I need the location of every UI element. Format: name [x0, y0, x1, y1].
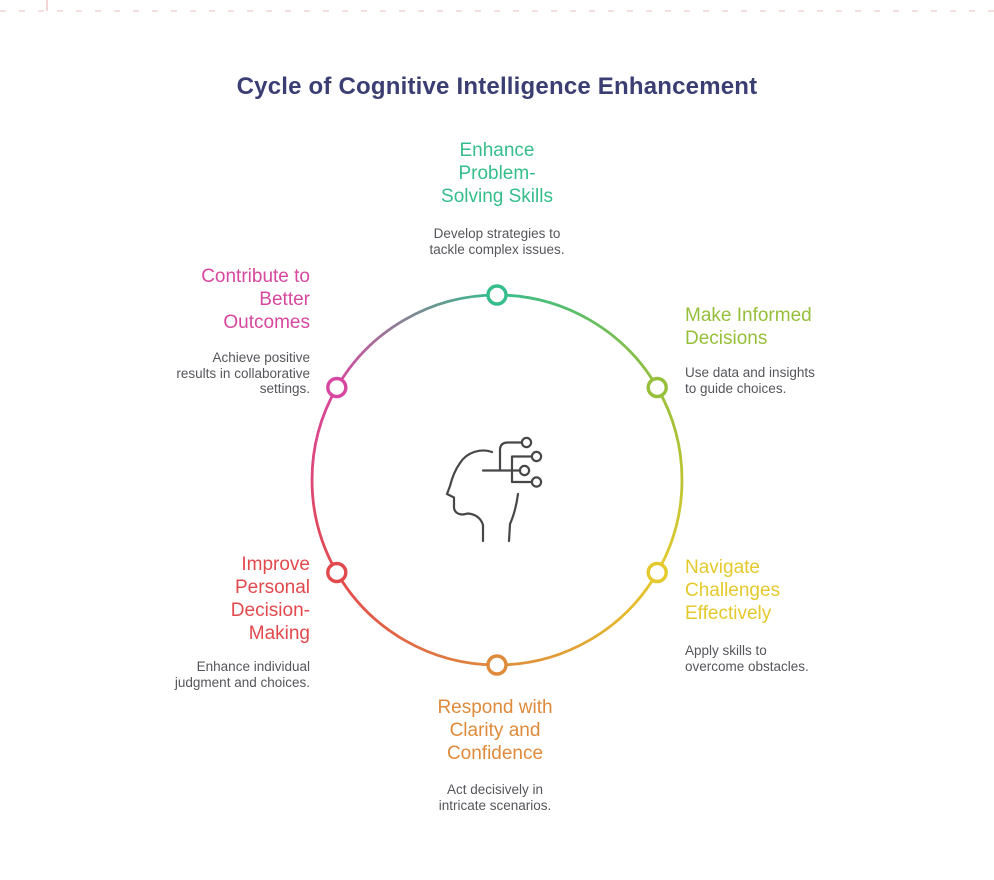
page-edge-dashes: [0, 10, 994, 12]
node-label-improve-personal-decision-making: Improve Personal Decision- Making: [230, 554, 310, 644]
page-title: Cycle of Cognitive Intelligence Enhancem…: [236, 73, 758, 100]
node-marker-bottom: [486, 654, 508, 676]
node-marker-upper-right: [646, 376, 668, 399]
ring-segment-upper-left-to-top: [335, 293, 498, 389]
ring-segment-lower-left-to-upper-left: [310, 386, 339, 574]
ring-node-markers: [326, 284, 668, 676]
node-label-enhance-problem-solving: Enhance Problem- Solving Skills: [441, 140, 553, 207]
circuit-node-2: [530, 450, 543, 463]
node-label-navigate-challenges: Navigate Challenges Effectively: [685, 557, 781, 624]
page-edge-tick: [46, 0, 48, 11]
ring-segment-top-to-upper-right: [496, 293, 659, 389]
head-profile-outline: [445, 449, 494, 543]
circuit-node-3: [518, 464, 531, 477]
ring-segment-lower-right-to-bottom: [496, 571, 659, 667]
node-description-respond-with-clarity: Act decisively in intricate scenarios.: [438, 782, 552, 813]
node-label-make-informed-decisions: Make Informed Decisions: [685, 305, 812, 349]
node-marker-top: [486, 284, 508, 306]
ring-arcs: [310, 293, 684, 667]
ring-segment-upper-right-to-lower-right: [655, 386, 684, 574]
head-with-circuit-icon: [445, 436, 543, 543]
head-back-neck-line: [507, 492, 520, 543]
circuit-node-4: [530, 476, 543, 488]
node-description-contribute-to-better-outcomes: Achieve positive results in collaborativ…: [176, 350, 310, 396]
ring-segment-bottom-to-lower-left: [335, 571, 498, 667]
node-marker-lower-left: [326, 561, 348, 584]
node-marker-lower-right: [646, 561, 668, 584]
circuit-node-1: [520, 436, 533, 449]
node-description-enhance-problem-solving: Develop strategies to tackle complex iss…: [429, 226, 565, 257]
node-description-make-informed-decisions: Use data and insights to guide choices.: [685, 365, 815, 396]
circuit-up-branch: [498, 441, 523, 472]
node-description-navigate-challenges: Apply skills to overcome obstacles.: [685, 643, 809, 674]
node-marker-upper-left: [326, 376, 348, 399]
node-label-respond-with-clarity: Respond with Clarity and Confidence: [437, 697, 553, 764]
node-label-contribute-to-better-outcomes: Contribute to Better Outcomes: [201, 266, 310, 333]
node-description-improve-personal-decision-making: Enhance individual judgment and choices.: [174, 659, 310, 690]
circuit-side-branches: [510, 455, 533, 484]
